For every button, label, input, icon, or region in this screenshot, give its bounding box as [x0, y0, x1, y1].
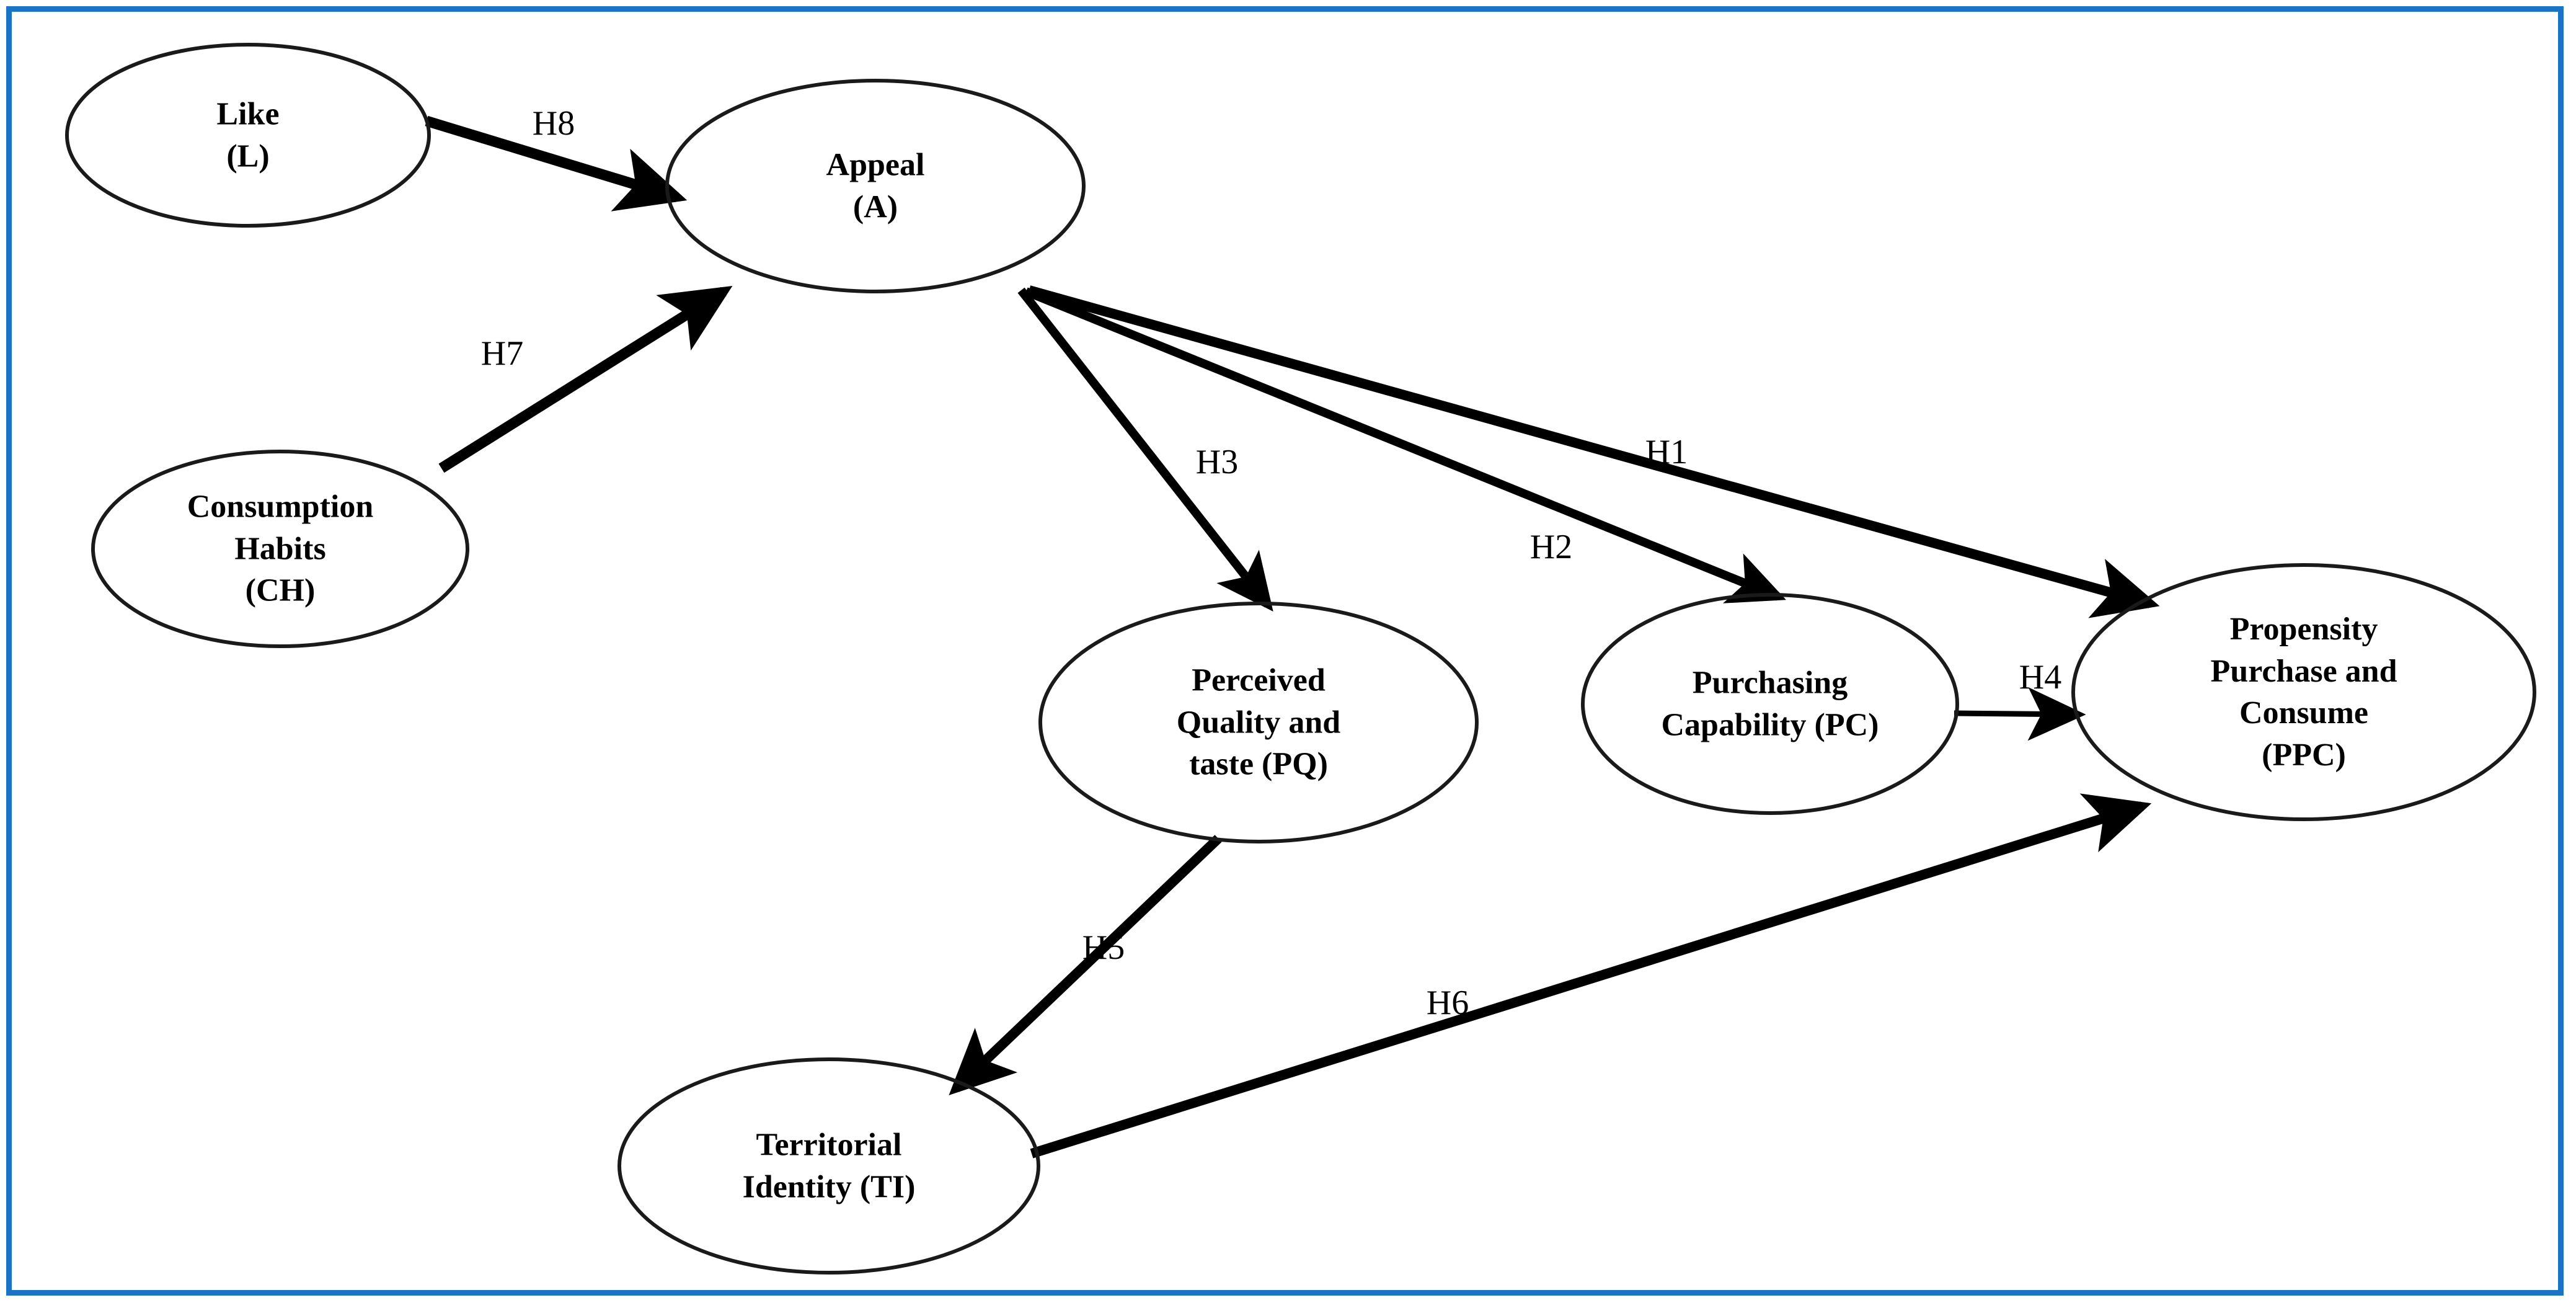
node-ellipse-a[interactable]	[665, 79, 1086, 293]
node-ellipse-ppc[interactable]	[2071, 563, 2536, 821]
node-ellipse-ch[interactable]	[91, 450, 469, 648]
node-layer	[65, 43, 2536, 1275]
edge-h2	[1024, 287, 1786, 603]
node-ellipse-pq[interactable]	[1038, 602, 1479, 843]
node-ellipse-ti[interactable]	[617, 1057, 1040, 1275]
edge-layer	[425, 115, 2160, 1159]
diagram-frame-border	[6, 6, 2564, 1296]
edge-h4	[1954, 687, 2086, 741]
edge-h1	[1027, 285, 2160, 618]
node-ellipse-l[interactable]	[65, 43, 431, 228]
edge-h6	[1030, 793, 2152, 1159]
edge-h3	[1017, 287, 1273, 612]
node-ellipse-pc[interactable]	[1581, 593, 1959, 815]
edge-h5	[949, 835, 1222, 1096]
edge-h8	[425, 115, 688, 211]
edge-h7	[438, 285, 733, 473]
